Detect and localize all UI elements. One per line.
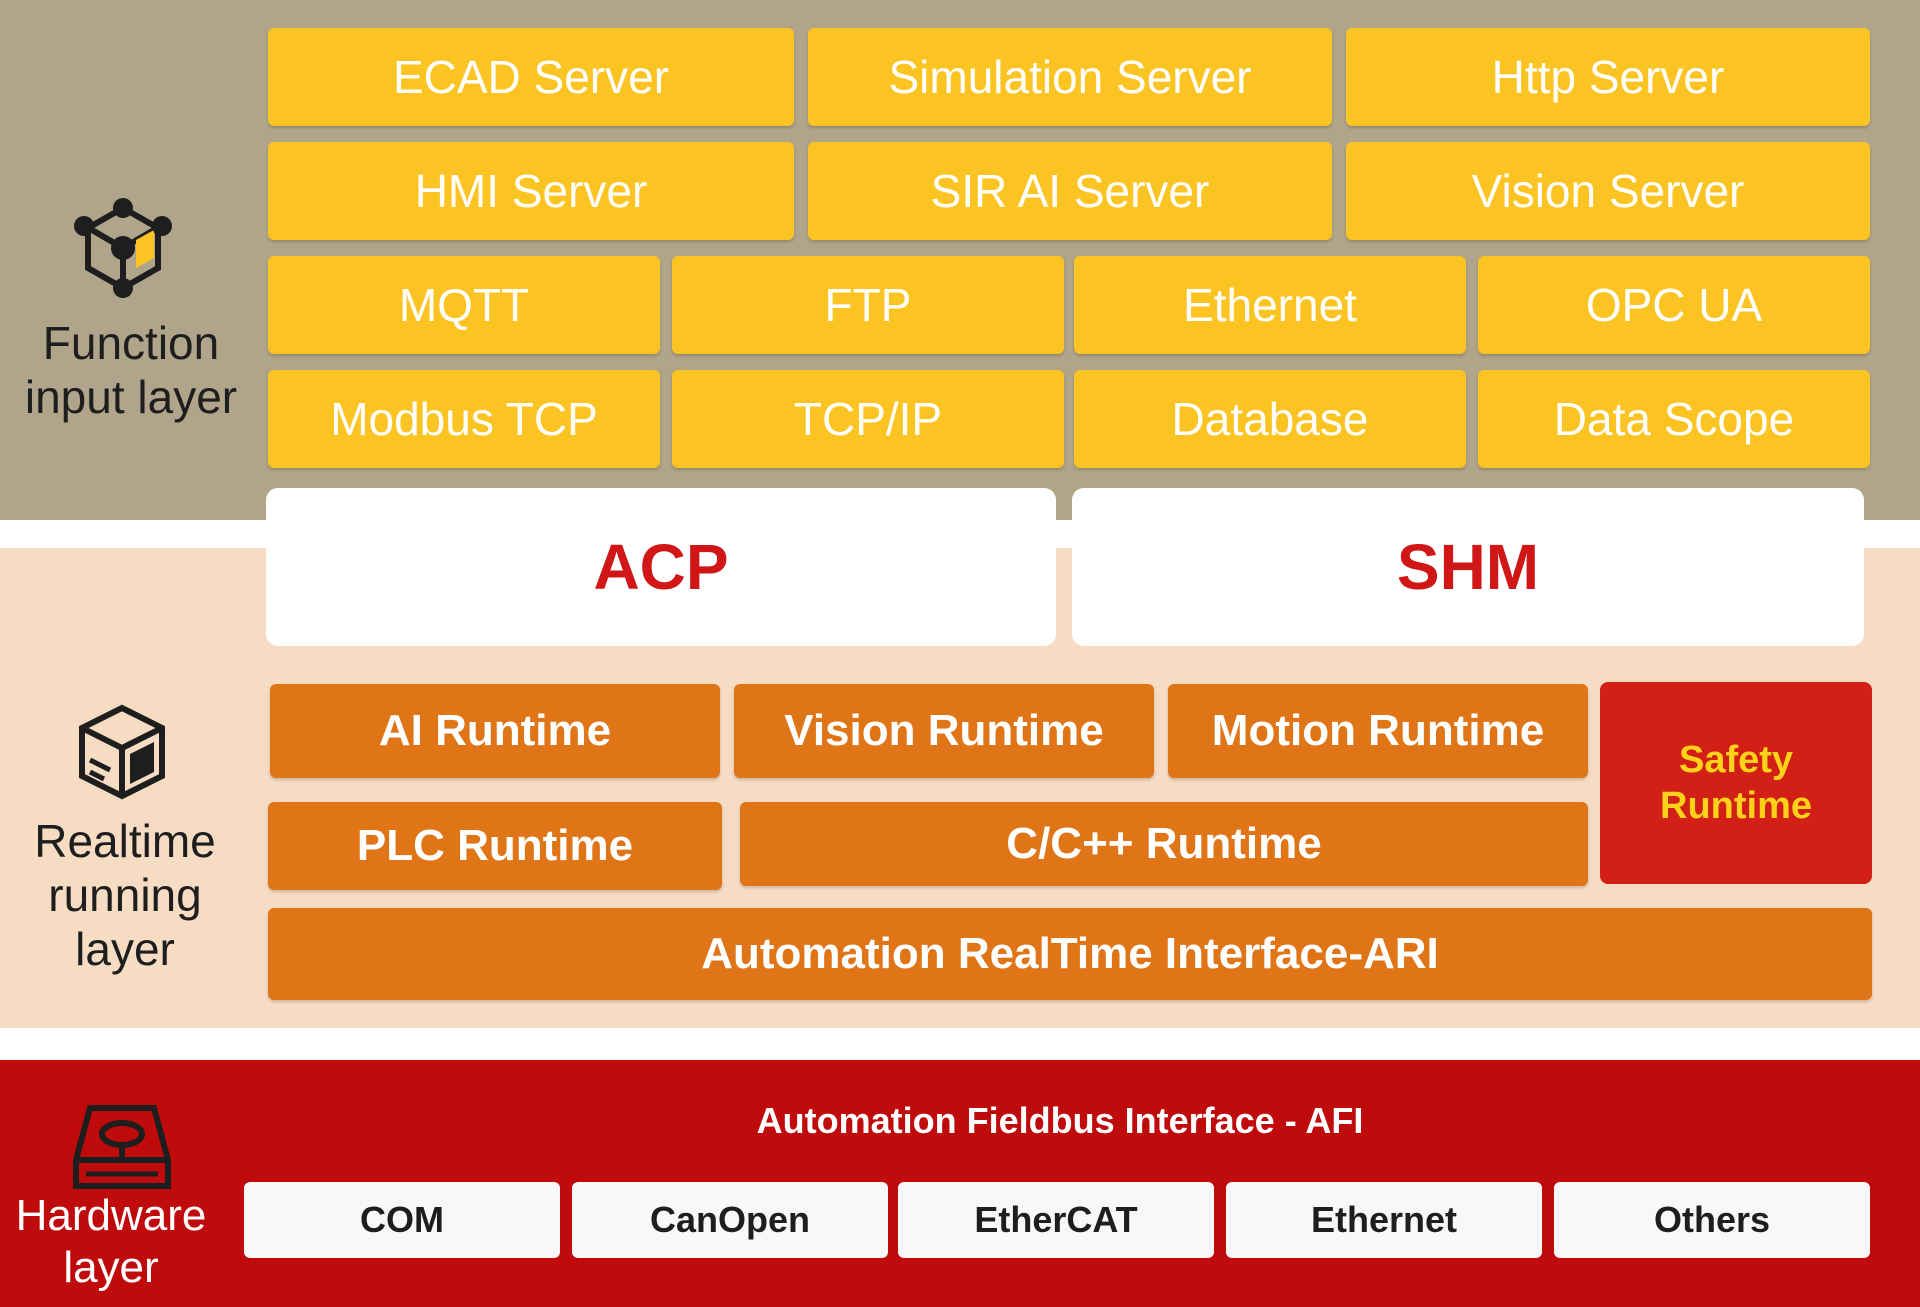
ethercat-bus-box: EtherCAT <box>898 1182 1214 1258</box>
mqtt-box: MQTT <box>268 256 660 354</box>
data-scope-box: Data Scope <box>1478 370 1870 468</box>
vision-runtime-box: Vision Runtime <box>734 684 1154 778</box>
http-server-box: Http Server <box>1346 28 1870 126</box>
network-hub-icon <box>74 198 172 298</box>
hardware-layer-label-line2: layer <box>63 1243 159 1292</box>
shm-box: SHM <box>1072 488 1864 646</box>
hardware-layer-label: Hardware layer <box>0 1190 222 1294</box>
cube-box-icon <box>79 704 165 800</box>
tcp-ip-box: TCP/IP <box>672 370 1064 468</box>
modbus-tcp-box: Modbus TCP <box>268 370 660 468</box>
hard-drive-icon <box>73 1105 171 1189</box>
safety-runtime-line1: Safety <box>1678 739 1794 781</box>
function-layer-label: Function input layer <box>0 316 262 424</box>
realtime-layer-label-line2: running <box>48 869 202 921</box>
sir-ai-server-box: SIR AI Server <box>808 142 1332 240</box>
realtime-layer-label: Realtime running layer <box>0 814 250 976</box>
safety-runtime-box: Safety Runtime <box>1600 682 1872 884</box>
ari-box: Automation RealTime Interface-ARI <box>268 908 1872 1000</box>
realtime-layer-label-line1: Realtime <box>34 815 216 867</box>
realtime-layer-label-line3: layer <box>75 923 175 975</box>
simulation-server-box: Simulation Server <box>808 28 1332 126</box>
ethernet-box: Ethernet <box>1074 256 1466 354</box>
ai-runtime-box: AI Runtime <box>270 684 720 778</box>
database-box: Database <box>1074 370 1466 468</box>
canopen-bus-box: CanOpen <box>572 1182 888 1258</box>
hmi-server-box: HMI Server <box>268 142 794 240</box>
function-layer-label-line1: Function <box>42 317 220 369</box>
com-bus-box: COM <box>244 1182 560 1258</box>
others-bus-box: Others <box>1554 1182 1870 1258</box>
acp-box: ACP <box>266 488 1056 646</box>
cpp-runtime-box: C/C++ Runtime <box>740 802 1588 886</box>
motion-runtime-box: Motion Runtime <box>1168 684 1588 778</box>
safety-runtime-line2: Runtime <box>1660 785 1812 827</box>
opc-ua-box: OPC UA <box>1478 256 1870 354</box>
ftp-box: FTP <box>672 256 1064 354</box>
vision-server-box: Vision Server <box>1346 142 1870 240</box>
afi-title: Automation Fieldbus Interface - AFI <box>756 1100 1364 1141</box>
plc-runtime-box: PLC Runtime <box>268 802 722 890</box>
ethernet-bus-box: Ethernet <box>1226 1182 1542 1258</box>
ecad-server-box: ECAD Server <box>268 28 794 126</box>
function-layer-label-line2: input layer <box>24 371 238 423</box>
hardware-layer-label-line1: Hardware <box>15 1191 207 1240</box>
